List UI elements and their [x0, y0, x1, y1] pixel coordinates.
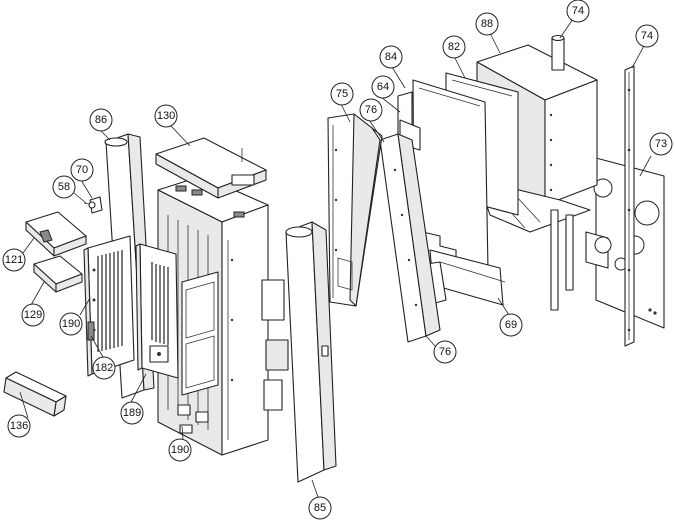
svg-text:75: 75 [336, 88, 348, 100]
part-129-lower-hood [33, 255, 83, 293]
svg-text:182: 182 [95, 362, 113, 374]
callout-189: 189 [120, 401, 144, 425]
part-121-hood [25, 211, 87, 257]
part-74-right-rail [624, 65, 635, 347]
part-85-right-column [285, 221, 337, 483]
part-130-top-lid [155, 137, 267, 199]
part-136-base-trim [3, 371, 67, 417]
svg-text:76: 76 [365, 104, 377, 116]
part-70-bracket [89, 196, 103, 214]
part-189-door-frame [135, 243, 179, 379]
callout-130: 130 [154, 104, 178, 128]
callout-190-door: 190 [59, 312, 83, 336]
callout-182: 182 [92, 356, 116, 380]
part-74-top-pipe [551, 34, 565, 71]
callout-190-cabinet: 190 [168, 438, 192, 462]
svg-text:190: 190 [171, 444, 189, 456]
callout-129: 129 [21, 303, 45, 327]
svg-text:70: 70 [76, 164, 88, 176]
callout-70: 70 [70, 158, 94, 182]
callout-76-bottom: 76 [433, 340, 457, 364]
callout-75: 75 [330, 82, 354, 106]
svg-text:82: 82 [448, 41, 460, 53]
callout-69: 69 [499, 313, 523, 337]
callout-88: 88 [475, 12, 499, 36]
svg-text:121: 121 [5, 254, 23, 266]
svg-text:136: 136 [10, 420, 28, 432]
svg-text:190: 190 [62, 318, 80, 330]
svg-text:130: 130 [157, 110, 175, 122]
callout-86: 86 [89, 108, 113, 132]
part-190-front-door [83, 235, 135, 377]
callout-121: 121 [2, 248, 26, 272]
svg-text:74: 74 [641, 30, 653, 42]
callout-136: 136 [7, 414, 31, 438]
svg-text:84: 84 [385, 51, 397, 63]
callout-64: 64 [371, 75, 395, 99]
callout-73: 73 [649, 132, 673, 156]
svg-text:86: 86 [95, 114, 107, 126]
leader-lines [19, 18, 652, 498]
part-58-screw-icon [83, 201, 96, 209]
callout-76-top: 76 [359, 98, 383, 122]
svg-text:69: 69 [505, 319, 517, 331]
callout-74-top: 74 [566, 0, 590, 23]
part-75-side-panel [327, 113, 383, 307]
svg-text:64: 64 [377, 81, 389, 93]
svg-text:189: 189 [123, 407, 141, 419]
callout-84: 84 [379, 45, 403, 69]
callout-82: 82 [442, 35, 466, 59]
svg-text:85: 85 [314, 502, 326, 514]
callout-58: 58 [52, 175, 76, 199]
svg-text:74: 74 [572, 5, 584, 17]
callout-85: 85 [308, 496, 332, 520]
part-182-door-latch [87, 321, 95, 341]
callout-74-right: 74 [635, 24, 659, 48]
svg-text:88: 88 [481, 18, 493, 30]
svg-text:129: 129 [24, 309, 42, 321]
svg-text:58: 58 [58, 181, 70, 193]
svg-text:73: 73 [655, 138, 667, 150]
svg-text:76: 76 [439, 346, 451, 358]
